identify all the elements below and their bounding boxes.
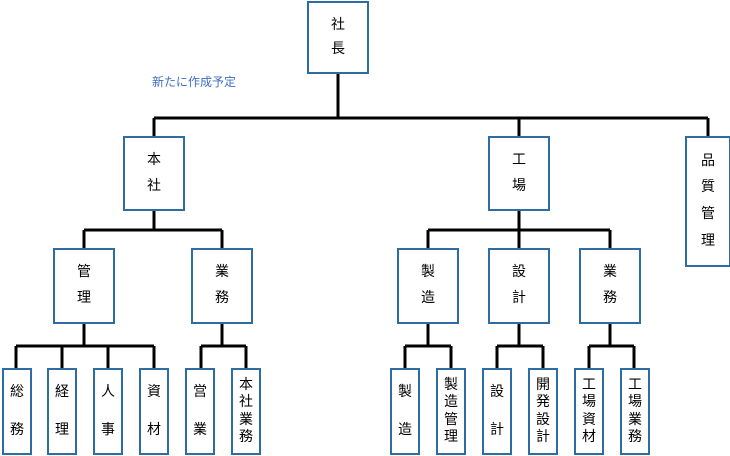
- node-label-char: 事: [101, 421, 115, 438]
- node-label-char: 計: [512, 290, 526, 307]
- node-label-char: 本: [147, 152, 161, 168]
- node-production-control: 製造管理: [436, 368, 466, 455]
- node-label-char: 務: [628, 429, 642, 445]
- node-factory-business: 業務: [579, 248, 641, 324]
- node-label-char: 務: [10, 421, 24, 438]
- node-label-char: 工: [628, 376, 642, 393]
- node-factory-operations: 工場業務: [620, 368, 650, 455]
- node-label-char: 発: [536, 394, 550, 410]
- node-label-char: 設: [512, 264, 526, 281]
- node-management: 管理: [53, 248, 115, 324]
- node-business: 業務: [191, 248, 253, 324]
- node-label-char: 営: [193, 384, 207, 400]
- node-label-char: 品: [701, 152, 715, 169]
- node-label-char: 材: [582, 429, 596, 445]
- node-label-char: 設: [490, 384, 504, 400]
- node-label-char: 社: [239, 394, 253, 410]
- node-sales: 営業: [185, 368, 215, 455]
- node-label-char: 理: [55, 421, 69, 438]
- node-accounting: 経理: [47, 368, 77, 455]
- node-label-char: 業: [603, 264, 617, 281]
- node-label-char: 資: [582, 411, 596, 428]
- node-manufacturing-leaf: 製造: [390, 368, 420, 455]
- node-label-char: 理: [77, 290, 91, 307]
- connector-manufacturing-to-sections: [403, 324, 453, 368]
- connector-president-to-divisions: [152, 74, 710, 136]
- node-label-char: 造: [444, 394, 458, 410]
- node-development-design: 開発設計: [528, 368, 558, 455]
- node-general-affairs: 総務: [2, 368, 32, 455]
- node-label-char: 資: [147, 384, 161, 400]
- node-design: 設計: [488, 248, 550, 324]
- node-design-leaf: 設計: [482, 368, 512, 455]
- node-label-char: 務: [239, 429, 253, 445]
- node-manufacturing: 製造: [397, 248, 459, 324]
- connector-design-to-sections: [495, 324, 545, 368]
- node-factory-materials: 工場資材: [574, 368, 604, 455]
- node-label-char: 経: [55, 384, 69, 400]
- connector-factory-to-depts: [426, 211, 612, 248]
- node-label-char: 製: [421, 264, 435, 281]
- node-president: 社長: [307, 1, 369, 74]
- node-label-char: 業: [193, 421, 207, 438]
- connector-business-to-sections: [199, 324, 248, 368]
- node-label-char: 場: [582, 394, 596, 410]
- node-label-char: 設: [536, 411, 550, 428]
- node-label-char: 計: [536, 429, 550, 445]
- node-label-char: 総: [10, 384, 24, 400]
- node-label-char: 人: [101, 384, 115, 400]
- node-factory: 工場: [488, 136, 550, 211]
- node-materials: 資材: [139, 368, 169, 455]
- node-label-char: 工: [582, 376, 596, 393]
- node-label-char: 長: [331, 41, 345, 57]
- node-label-char: 社: [147, 177, 161, 194]
- node-head-office-business: 本社業務: [231, 368, 261, 455]
- connector-head-office-to-depts: [82, 211, 224, 248]
- node-label-char: 本: [239, 376, 253, 393]
- node-label-char: 開: [536, 376, 550, 393]
- node-label-char: 工: [512, 152, 526, 168]
- node-personnel: 人事: [93, 368, 123, 455]
- node-label-char: 管: [444, 411, 458, 428]
- node-label-char: 理: [444, 429, 458, 445]
- annotation-note: 新たに作成予定: [152, 75, 237, 89]
- connector-management-to-sections: [14, 324, 156, 368]
- node-label-char: 社: [331, 16, 345, 33]
- node-label-char: 材: [147, 421, 161, 438]
- node-label-char: 管: [701, 206, 715, 223]
- connector-factory-business-to-sections: [587, 324, 636, 368]
- node-label-char: 務: [215, 290, 229, 307]
- node-label-char: 理: [701, 232, 715, 249]
- node-label-char: 質: [701, 179, 715, 196]
- node-label-char: 計: [490, 421, 504, 438]
- node-label-char: 造: [398, 421, 412, 438]
- node-label-char: 場: [512, 177, 526, 194]
- node-label-char: 場: [628, 394, 642, 410]
- node-label-char: 務: [603, 290, 617, 307]
- node-label-char: 業: [215, 264, 229, 281]
- node-label-char: 業: [239, 411, 253, 428]
- node-quality-control: 品質管理: [685, 136, 730, 267]
- node-label-char: 造: [421, 290, 435, 307]
- node-label-char: 管: [77, 264, 91, 281]
- node-label-char: 業: [628, 411, 642, 428]
- node-head-office: 本社: [123, 136, 185, 211]
- node-label-char: 製: [444, 376, 458, 393]
- node-label-char: 製: [398, 384, 412, 400]
